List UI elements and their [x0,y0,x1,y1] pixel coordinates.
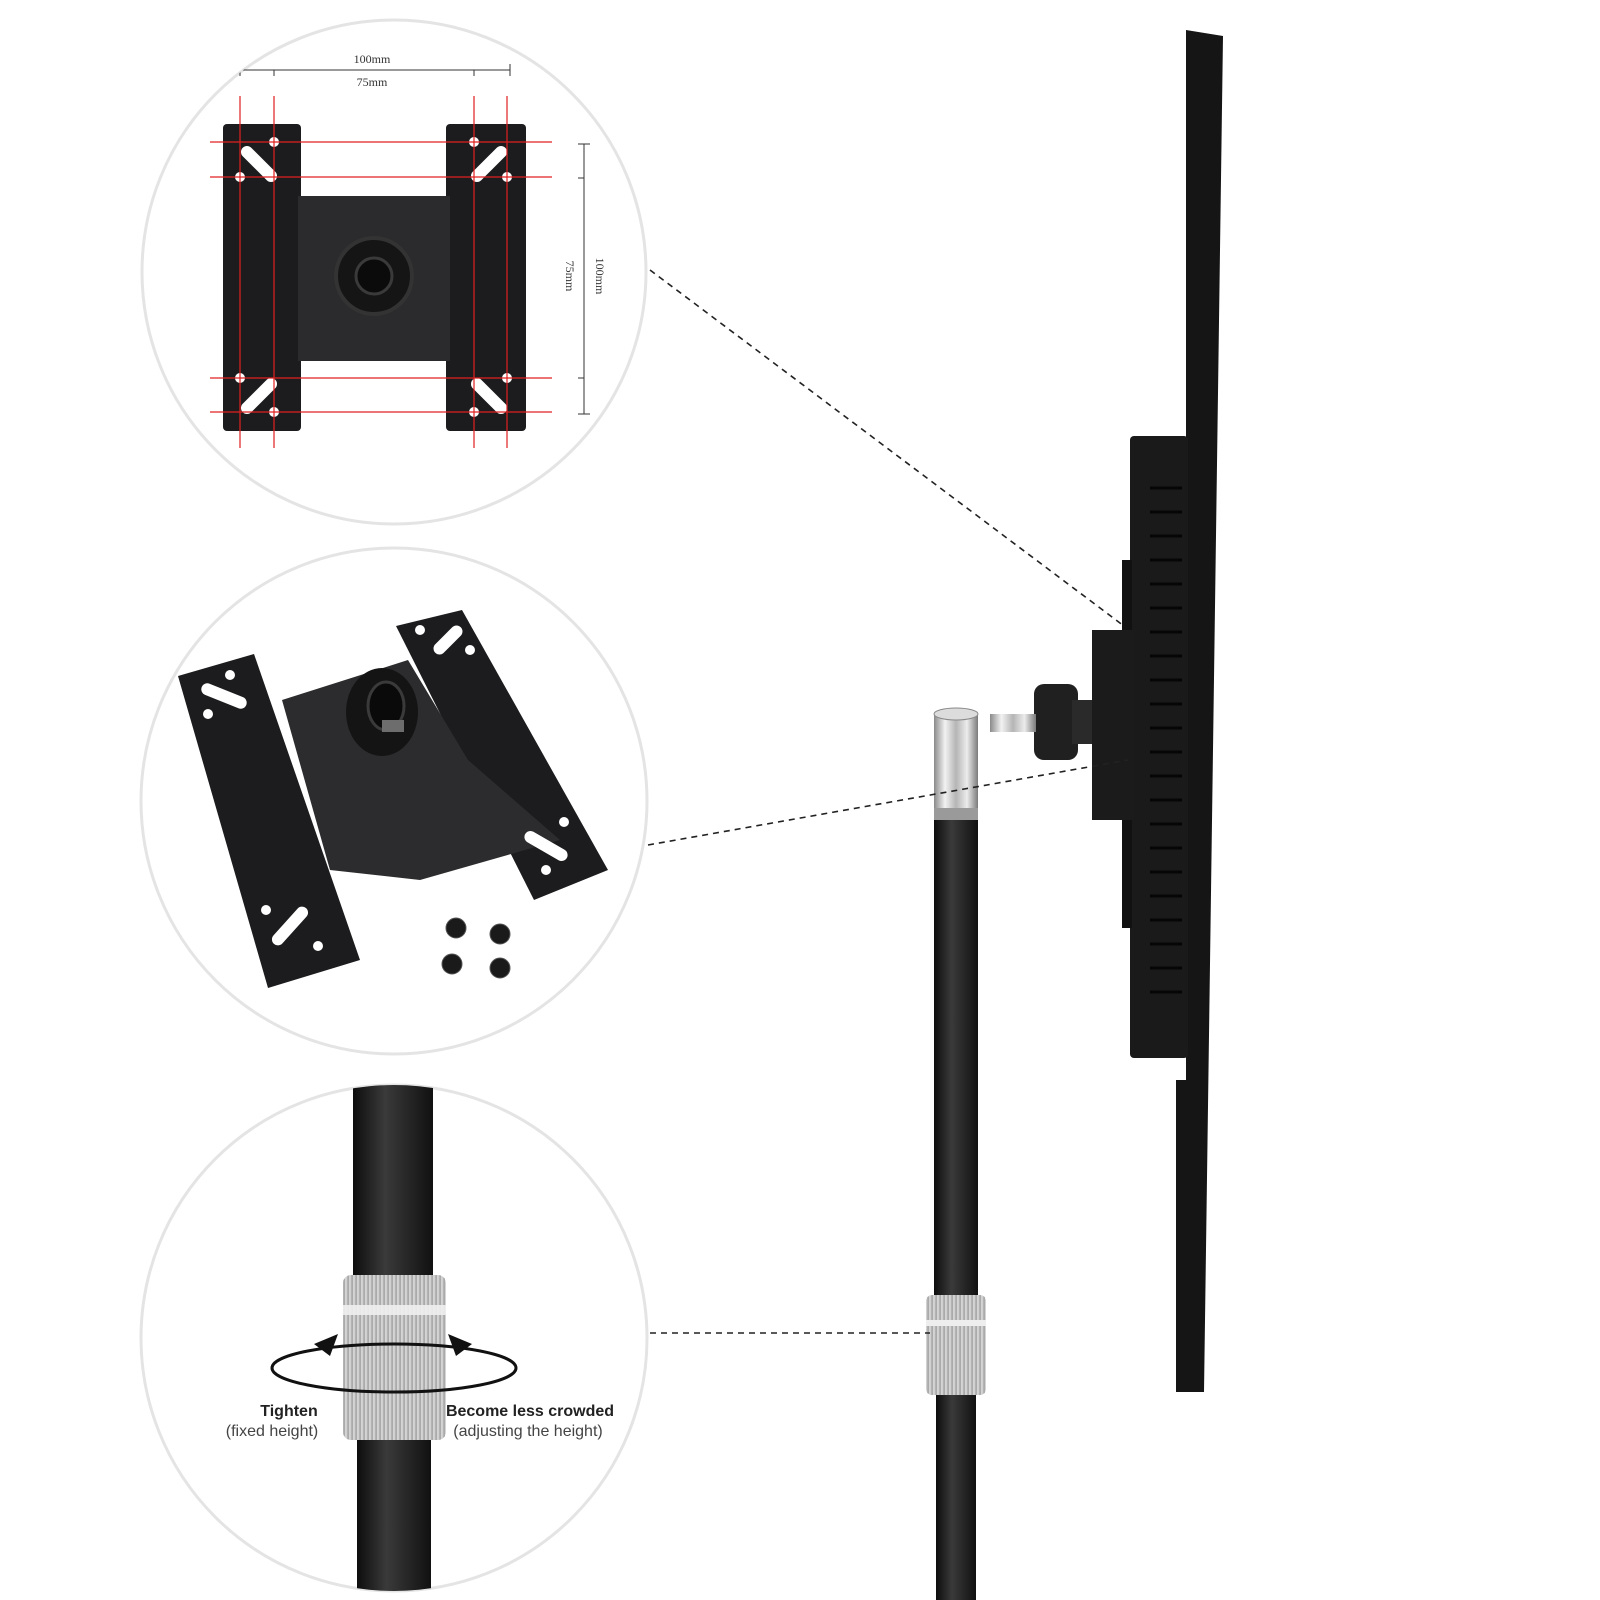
closeup-pole-lower [357,1440,431,1591]
caption-tighten-title: Tighten [260,1403,317,1420]
callout-height-collar: Tighten (fixed height) Become less crowd… [139,1083,649,1593]
vesa-bracket-side [1092,630,1134,820]
arrow-head-left [314,1334,338,1356]
closeup-collar [343,1275,446,1440]
guide-lines [210,96,552,448]
plate-back-ear [396,610,608,900]
rotation-arrow [270,1342,518,1394]
leader-line-top [649,269,1125,627]
monitor-back-housing [1130,436,1188,1058]
closeup-pole-upper [353,1085,433,1285]
swivel-arm [990,714,1036,732]
plate-left-ear [223,124,301,431]
caption-loosen-sub: (adjusting the height) [453,1423,602,1440]
dim-vertical-75: 75mm [563,261,577,292]
plate-right-ear [446,124,526,431]
stand-pole-lower [936,1395,976,1600]
dim-horizontal-75: 75mm [357,75,388,89]
perspective-slots [201,625,569,951]
caption-tighten-sub: (fixed height) [226,1423,319,1440]
pole-top-cap [934,712,978,820]
dimension-lines [239,64,590,415]
mounting-slots [235,137,512,417]
dim-horizontal-100: 100mm [354,52,391,66]
callout-plate-perspective [139,546,649,1056]
leader-lines [647,269,1129,1334]
screws [441,917,511,979]
dim-vertical-100: 100mm [593,258,607,295]
arrow-head-right [448,1334,472,1356]
vent-slots [1150,486,1182,994]
main-product-view [926,30,1223,1600]
plate-front-ear [178,654,360,988]
leader-line-middle [647,759,1129,846]
callout-vesa-dimensions: 100mm 75mm 100mm 75mm [140,18,648,526]
tilt-knob [1034,684,1078,760]
caption-loosen-title: Become less crowded [446,1403,614,1420]
stand-pole-upper [934,820,978,1300]
height-collar [926,1295,986,1395]
